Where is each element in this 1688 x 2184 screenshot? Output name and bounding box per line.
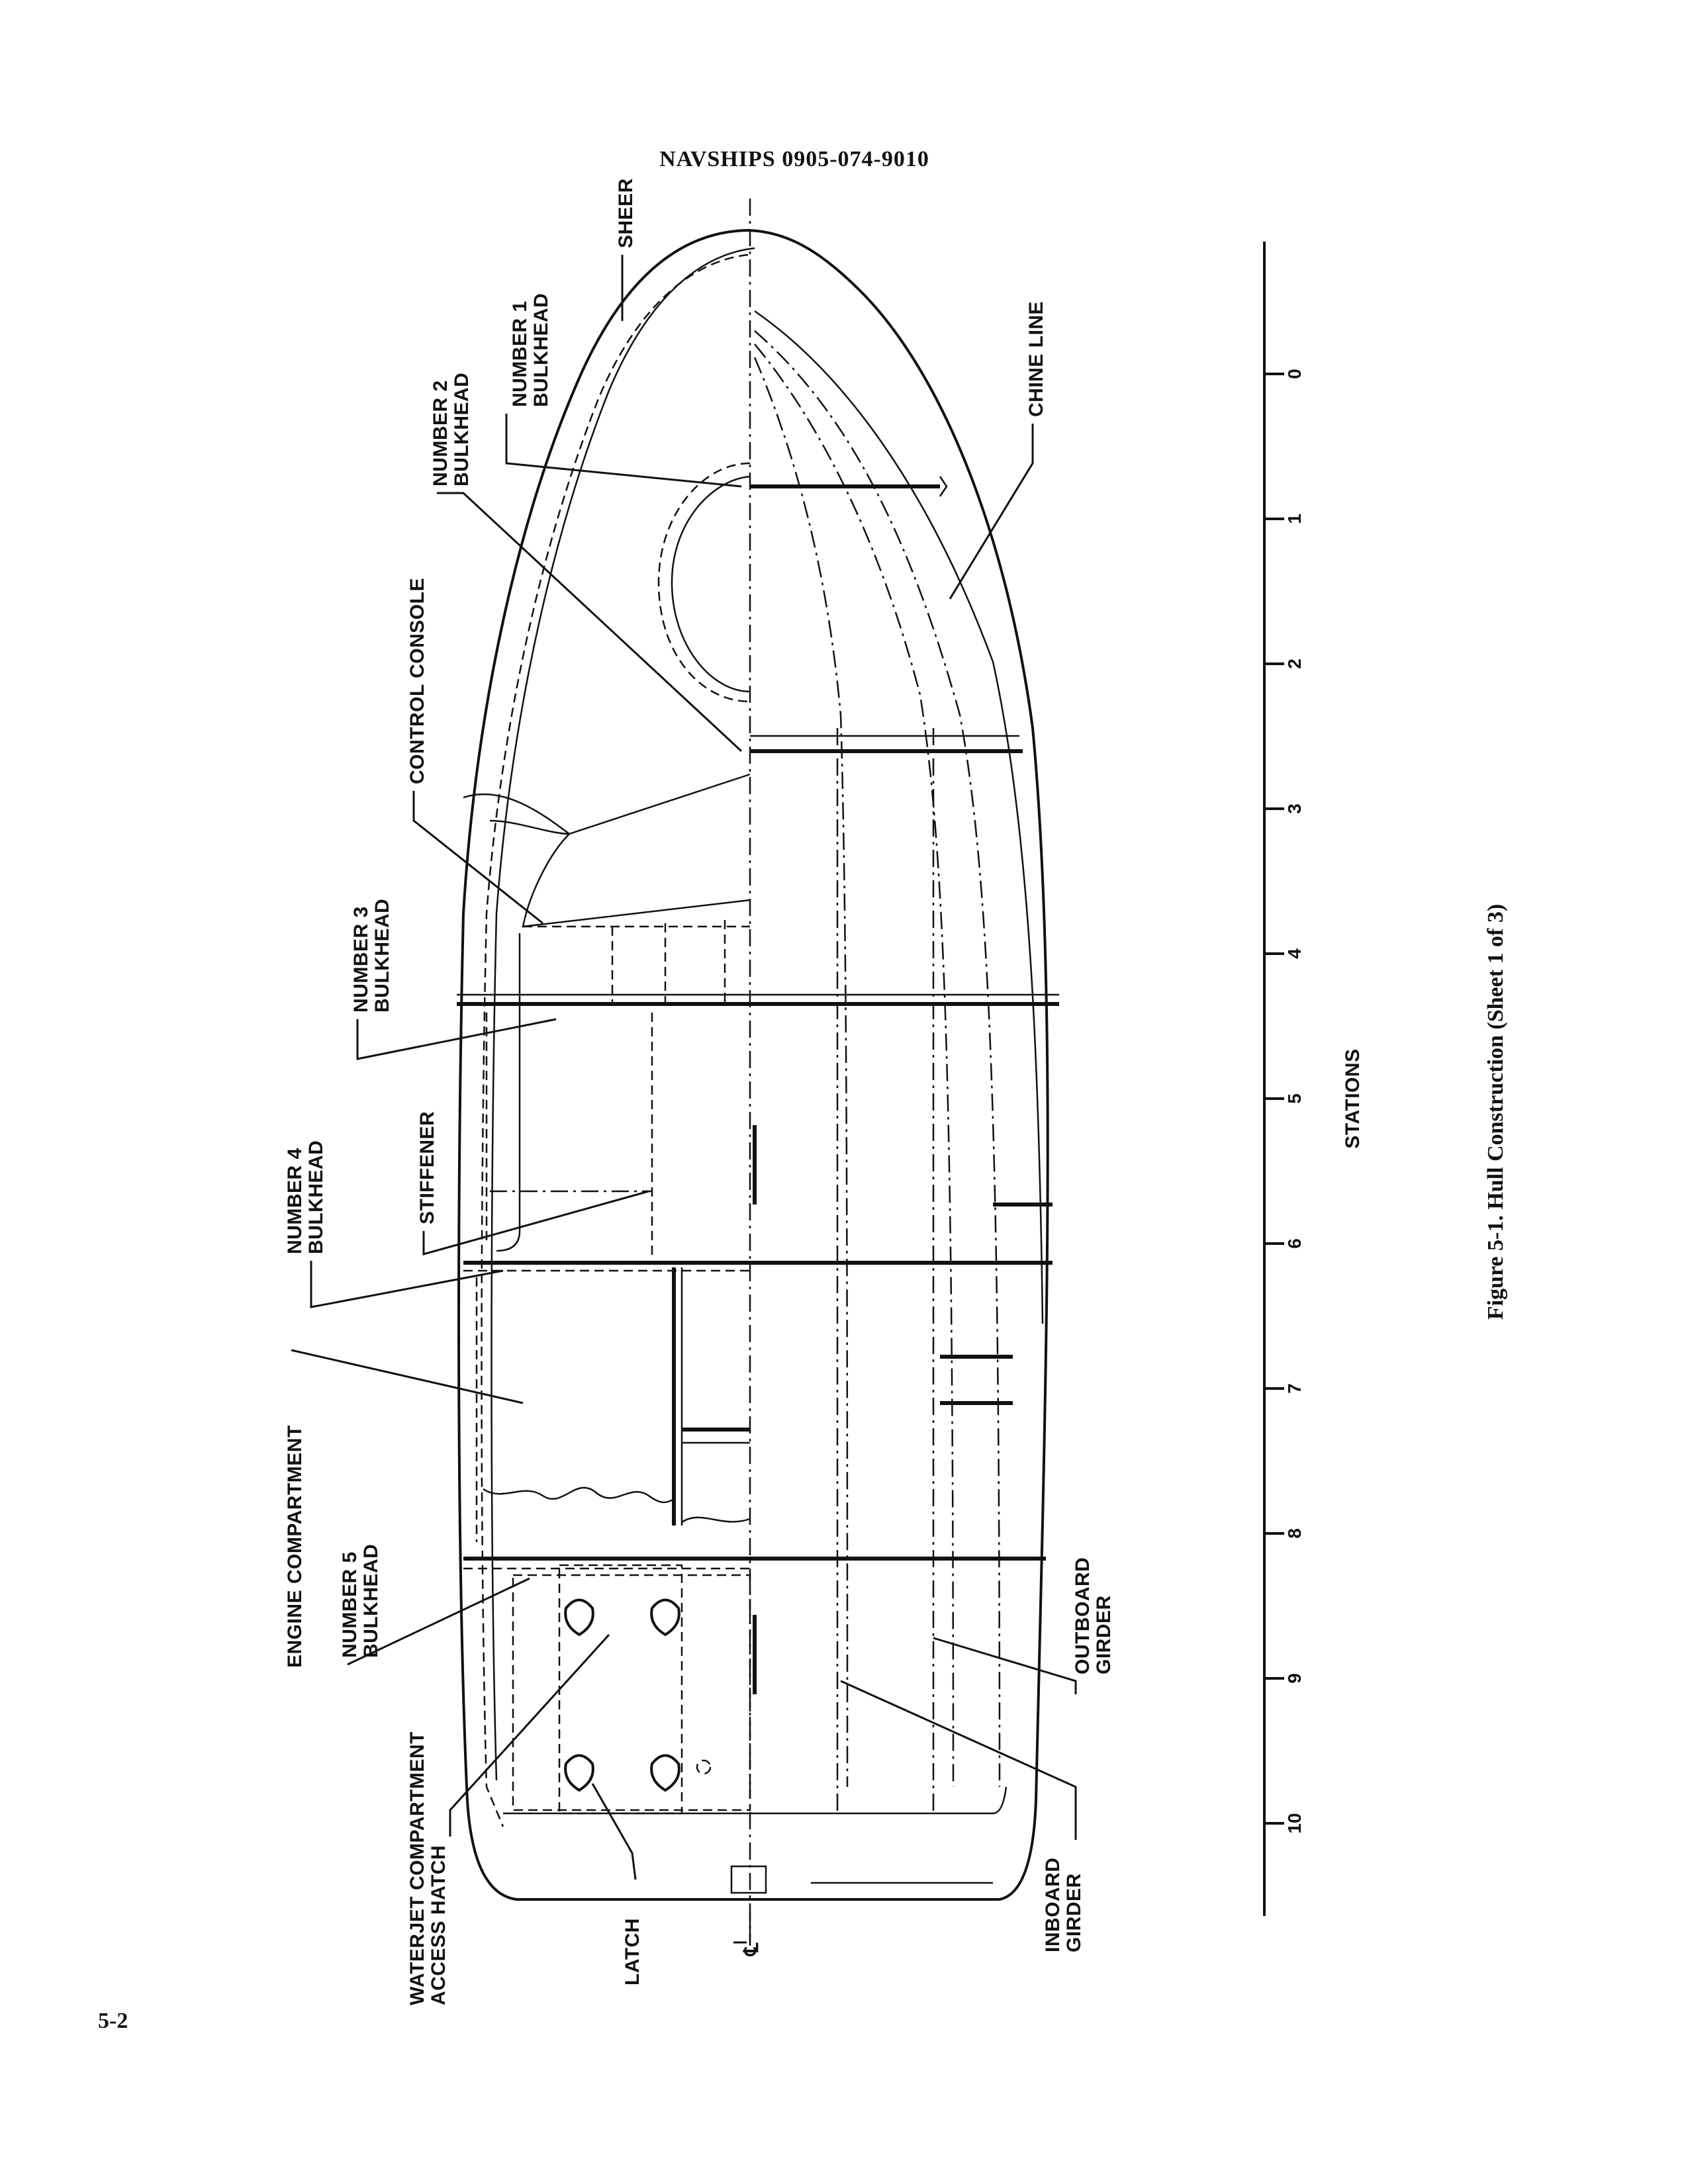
number-5-leader — [347, 1577, 530, 1666]
label-outboard-girder-line2: GIRDER — [1093, 1595, 1115, 1674]
drain-plug — [696, 1759, 712, 1775]
inboard-girder-leader — [840, 1680, 1077, 1840]
station-tick-label: 8 — [1284, 1528, 1305, 1539]
hull-outline — [457, 228, 1049, 1901]
number-2-leader — [437, 492, 743, 752]
side-tank-curve — [496, 1230, 521, 1252]
waterjet-leader — [449, 1633, 610, 1837]
label-number-2-line1: NUMBER 2 — [430, 380, 451, 486]
chine-curve-inner — [754, 343, 955, 1788]
label-number-2-line2: BULKHEAD — [451, 373, 473, 486]
control-console-leader — [412, 791, 543, 925]
label-number-4-line1: NUMBER 4 — [284, 1148, 306, 1254]
number-3-leader — [356, 1018, 557, 1060]
label-number-3-line2: BULKHEAD — [371, 899, 393, 1013]
stern-fitting — [730, 1865, 767, 1894]
hull-curve-1 — [753, 357, 849, 1788]
label-waterjet-line1: WATERJET COMPARTMENT — [406, 1731, 428, 2005]
bow-hatch — [657, 462, 751, 703]
station-tick-label: 4 — [1284, 948, 1305, 959]
inner-sheer-line — [491, 247, 755, 1781]
label-number-5-line2: BULKHEAD — [360, 1544, 382, 1658]
number-1-bulkhead-end — [939, 476, 948, 497]
latch-leader — [591, 1783, 637, 1880]
waterjet-access-hatch — [558, 1564, 683, 1815]
stern-inner — [503, 1786, 1008, 1815]
stations-scale: 0 1 2 3 4 5 6 7 8 9 10 — [1263, 242, 1305, 1916]
number-4-leader — [310, 1261, 504, 1308]
control-console-back — [489, 773, 751, 835]
stations-title: STATIONS — [1342, 1048, 1364, 1148]
label-centerline: ℄ — [741, 1942, 763, 1957]
station-tick-label: 6 — [1284, 1238, 1305, 1249]
latch-icon — [564, 1598, 680, 1792]
label-number-1-line2: BULKHEAD — [530, 293, 552, 407]
chine-line-leader — [949, 424, 1034, 600]
station-tick-label: 9 — [1284, 1673, 1305, 1684]
engine-cutaway-edge — [483, 1486, 675, 1504]
figure-caption: Figure 5-1. Hull Construction (Sheet 1 o… — [1483, 904, 1508, 1320]
document-header: NAVSHIPS 0905-074-9010 — [659, 147, 929, 171]
chine-curve — [754, 310, 1044, 1324]
station-tick-label: 2 — [1284, 659, 1305, 669]
page-number: 5-2 — [98, 2009, 128, 2033]
label-sheer: SHEER — [615, 178, 637, 248]
hull-curve-2 — [754, 330, 1001, 1788]
label-chine-line: CHINE LINE — [1025, 301, 1047, 417]
deck-line — [481, 253, 749, 1827]
label-latch: LATCH — [622, 1918, 643, 1985]
stiffener-leader — [422, 1190, 649, 1255]
label-inboard-girder-line2: GIRDER — [1063, 1873, 1085, 1952]
station-tick-label: 7 — [1284, 1383, 1305, 1394]
bow-hatch-inner — [671, 475, 751, 693]
label-number-3-line1: NUMBER 3 — [350, 906, 372, 1013]
station-tick-label: 5 — [1284, 1093, 1305, 1104]
waterjet-compartment — [512, 1574, 751, 1811]
label-number-1-line1: NUMBER 1 — [509, 300, 531, 407]
label-control-console: CONTROL CONSOLE — [406, 578, 428, 784]
station-tick-label: 1 — [1284, 514, 1305, 524]
engine-cutaway-edge-2 — [681, 1516, 751, 1524]
label-outboard-girder-line1: OUTBOARD — [1072, 1557, 1094, 1674]
label-stiffener: STIFFENER — [416, 1111, 438, 1224]
label-number-4-line2: BULKHEAD — [305, 1140, 327, 1254]
number-1-leader — [505, 414, 742, 488]
station-tick-label: 10 — [1284, 1813, 1305, 1833]
label-inboard-girder-line1: INBOARD — [1042, 1858, 1064, 1953]
engine-compartment-leader — [291, 1349, 524, 1404]
label-waterjet-line2: ACCESS HATCH — [428, 1845, 449, 2005]
station-tick-label: 0 — [1284, 369, 1305, 379]
outboard-girder-leader — [933, 1637, 1077, 1694]
label-engine-compartment: ENGINE COMPARTMENT — [284, 1425, 306, 1668]
label-number-5-line1: NUMBER 5 — [339, 1551, 361, 1658]
station-tick-label: 3 — [1284, 803, 1305, 814]
